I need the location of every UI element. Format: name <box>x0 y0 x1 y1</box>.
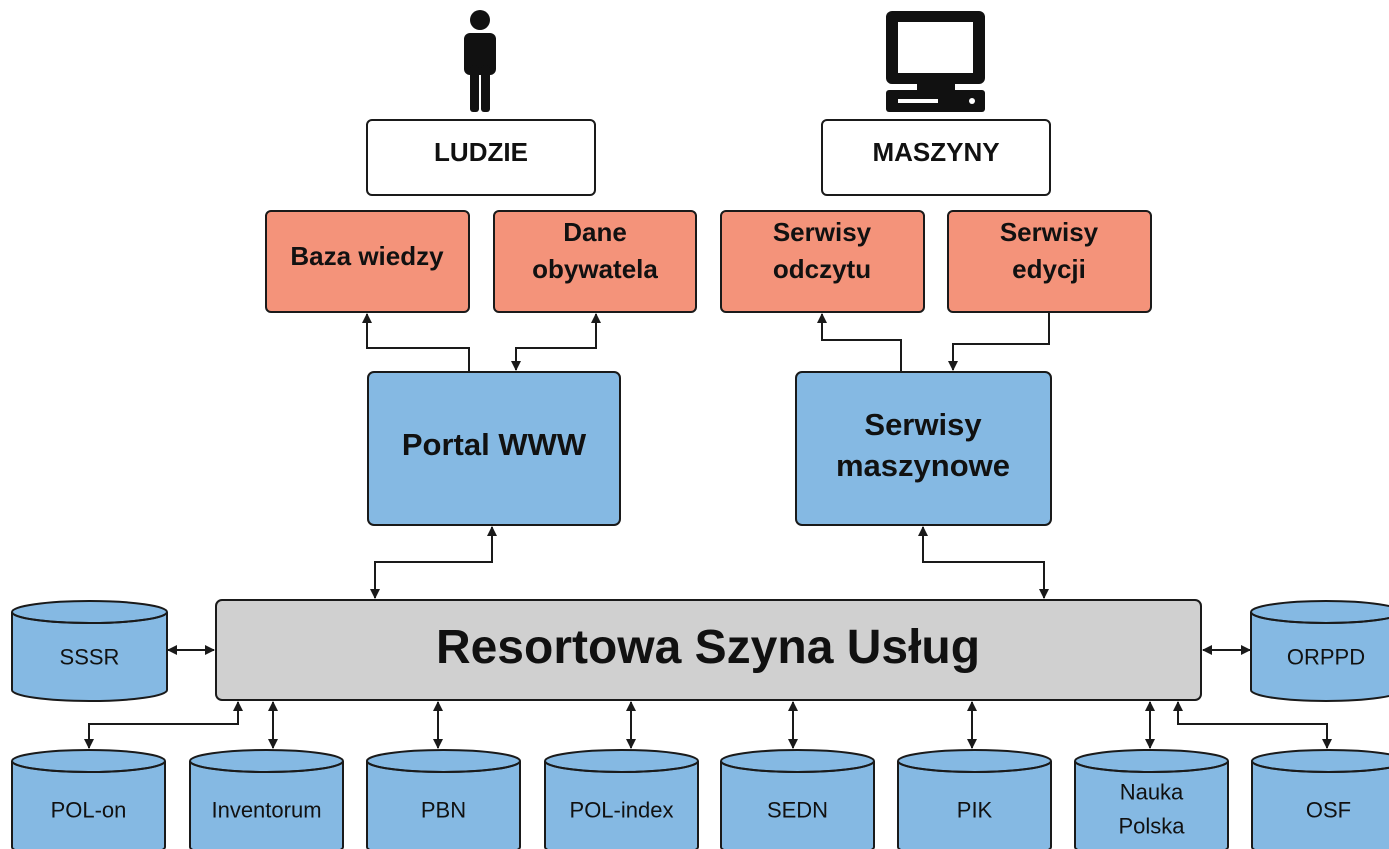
edit-services-label-line2: edycji <box>1012 254 1086 284</box>
web-portal-label: Portal WWW <box>402 427 587 462</box>
machine-services-label-line2: maszynowe <box>836 448 1010 483</box>
database-pol-index: POL-index <box>544 749 699 849</box>
database-label: ORPPD <box>1287 645 1365 670</box>
connector-portal-bus <box>370 526 497 599</box>
read-services-label-line1: Serwisy <box>773 217 872 247</box>
connector-bus-polon <box>84 701 243 749</box>
database-pbn: PBN <box>366 749 521 849</box>
database-label: SEDN <box>767 798 828 823</box>
computer-icon <box>886 11 985 112</box>
database-pol-on: POL-on <box>11 749 166 849</box>
person-icon <box>464 10 496 112</box>
database-osf: OSF <box>1251 749 1389 849</box>
read-services-box: Serwisy odczytu <box>720 210 925 313</box>
people-box: LUDZIE <box>366 119 596 196</box>
database-label: Inventorum <box>211 798 321 823</box>
connector-portal-knowledge <box>362 313 470 372</box>
connectors <box>84 312 1332 749</box>
citizen-data-label-line1: Dane <box>563 217 627 247</box>
database-label: SSSR <box>60 645 120 670</box>
people-label: LUDZIE <box>434 137 528 167</box>
database-inventorum: Inventorum <box>189 749 344 849</box>
database-orppd: ORPPD <box>1250 600 1389 702</box>
database-label: OSF <box>1306 798 1351 823</box>
machines-label: MASZYNY <box>872 137 999 167</box>
database-label: PBN <box>421 798 466 823</box>
database-label: POL-index <box>570 798 674 823</box>
machines-box: MASZYNY <box>821 119 1051 196</box>
connector-services-read <box>817 313 902 372</box>
connector-bus-osf <box>1173 701 1332 749</box>
edit-services-label-line1: Serwisy <box>1000 217 1099 247</box>
database-label: Nauka <box>1120 780 1184 805</box>
citizen-data-label-line2: obywatela <box>532 254 658 284</box>
knowledge-base-box: Baza wiedzy <box>265 210 470 313</box>
machine-services-box: Serwisy maszynowe <box>795 371 1052 526</box>
web-portal-box: Portal WWW <box>367 371 621 526</box>
knowledge-base-label: Baza wiedzy <box>290 241 444 271</box>
connector-portal-citizen <box>511 313 601 371</box>
read-services-label-line2: odczytu <box>773 254 871 284</box>
connector-edit-services <box>948 312 1050 371</box>
citizen-data-box: Dane obywatela <box>493 210 697 313</box>
database-label: POL-on <box>51 798 127 823</box>
database-label: PIK <box>957 798 993 823</box>
machine-services-label-line1: Serwisy <box>864 407 982 442</box>
service-bus-label: Resortowa Szyna Usług <box>436 621 980 674</box>
database-sssr: SSSR <box>11 600 168 702</box>
database-label: Polska <box>1118 814 1185 839</box>
service-bus: Resortowa Szyna Usług <box>215 599 1202 701</box>
database-sedn: SEDN <box>720 749 875 849</box>
connector-services-bus <box>918 526 1049 599</box>
databases: SSSR ORPPD POL-on Inventorum PBN POL-index SED… <box>11 600 1389 849</box>
database-pik: PIK <box>897 749 1052 849</box>
edit-services-box: Serwisy edycji <box>947 210 1152 313</box>
